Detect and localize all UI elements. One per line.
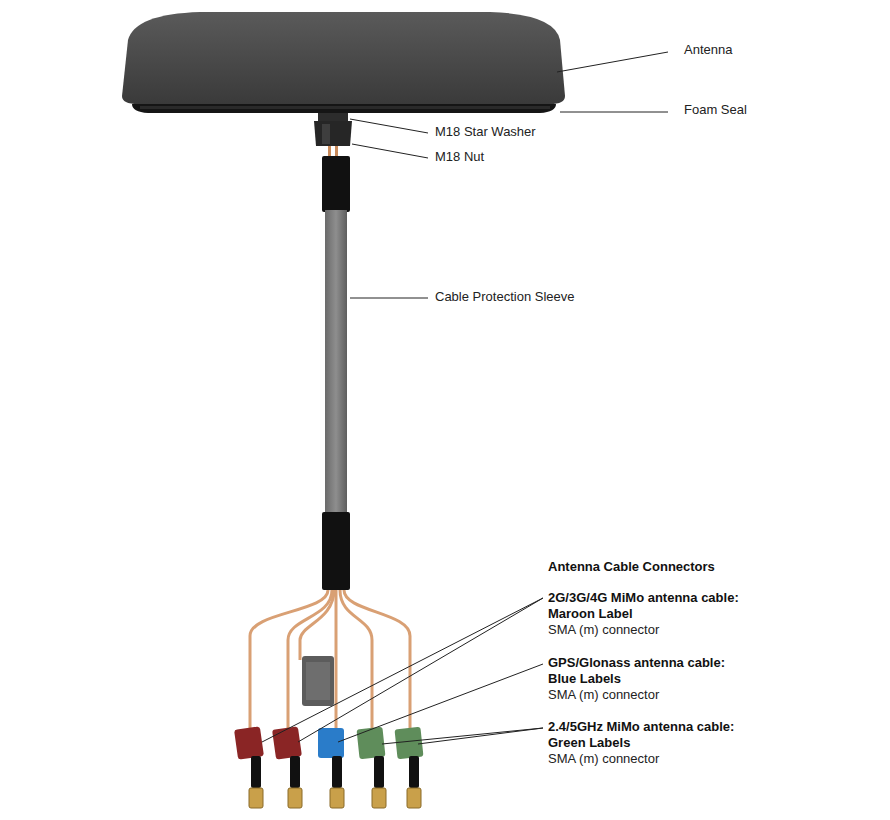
callout-heading: Blue Labels [548, 671, 621, 687]
part-label: M18 Star Washer [435, 124, 536, 140]
part-label: Foam Seal [684, 102, 747, 118]
callout-heading: Antenna Cable Connectors [548, 559, 715, 575]
part-label: Cable Protection Sleeve [435, 289, 574, 305]
callout-heading: 2.4/5GHz MiMo antenna cable: [548, 719, 734, 735]
part-label: SMA (m) connector [548, 751, 659, 767]
callout-heading: 2G/3G/4G MiMo antenna cable: [548, 590, 739, 606]
callout-heading: GPS/Glonass antenna cable: [548, 655, 725, 671]
callout-heading: Green Labels [548, 735, 630, 751]
part-label: SMA (m) connector [548, 622, 659, 638]
part-label: Antenna [684, 42, 732, 58]
part-label: M18 Nut [435, 149, 484, 165]
part-label: SMA (m) connector [548, 687, 659, 703]
callout-heading: Maroon Label [548, 606, 633, 622]
